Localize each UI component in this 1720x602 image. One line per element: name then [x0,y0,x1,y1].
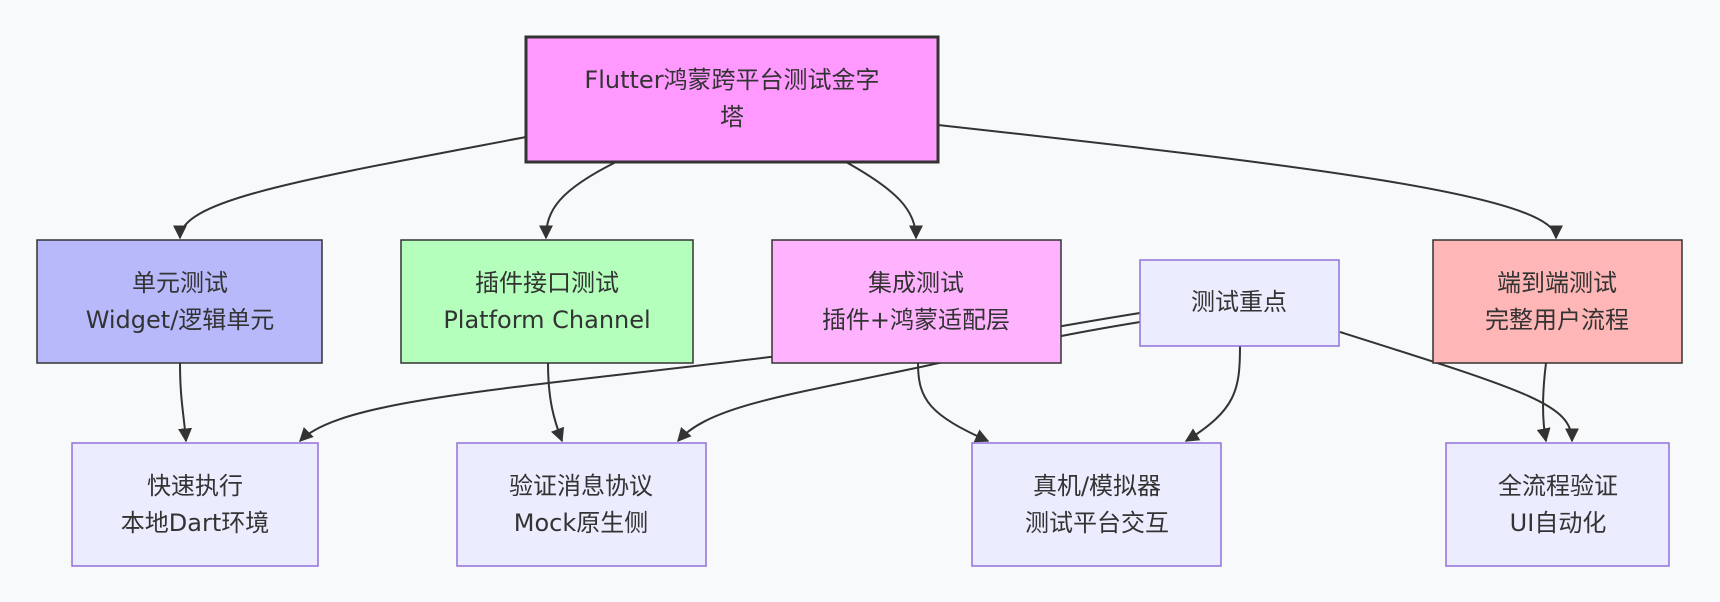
node-fullflow-box [1445,442,1670,567]
edges-layer [173,124,1579,443]
node-e2e-line-2: 完整用户流程 [1485,306,1629,334]
node-fast: 快速执行 本地Dart环境 [71,442,319,567]
node-fast-box [71,442,319,567]
edge-focus-fullflow [1339,331,1579,443]
node-device-box [971,442,1222,567]
edge-plugin-verify [547,362,565,443]
node-fast-line-1: 快速执行 [147,472,243,500]
node-integ-line-2: 插件+鸿蒙适配层 [822,306,1010,334]
edge-focus-device [1184,345,1241,442]
edge-e2e-fullflow [1536,362,1551,443]
node-unit-line-1: 单元测试 [132,269,228,297]
node-e2e-line-1: 端到端测试 [1497,269,1617,297]
node-integ-box [771,239,1062,364]
node-plugin-line-2: Platform Channel [443,306,650,334]
node-focus-box [1139,259,1340,347]
edge-unit-fast [178,362,193,443]
node-root-line-1: Flutter鸿蒙跨平台测试金字 [584,66,879,94]
nodes-layer: Flutter鸿蒙跨平台测试金字 塔 单元测试 Widget/逻辑单元 插件接口… [36,35,1683,567]
node-plugin: 插件接口测试 Platform Channel [400,239,694,364]
node-root-line-2: 塔 [720,103,744,131]
node-unit-box [36,239,323,364]
node-device: 真机/模拟器 测试平台交互 [971,442,1222,567]
node-unit: 单元测试 Widget/逻辑单元 [36,239,323,364]
node-device-line-2: 测试平台交互 [1025,509,1169,537]
node-focus: 测试重点 [1139,259,1340,347]
node-device-line-1: 真机/模拟器 [1033,472,1161,500]
node-root: Flutter鸿蒙跨平台测试金字 塔 [524,35,940,164]
node-focus-line-1: 测试重点 [1191,288,1287,316]
node-plugin-box [400,239,694,364]
node-verify-line-1: 验证消息协议 [509,472,653,500]
node-verify-line-2: Mock原生侧 [514,509,648,537]
node-plugin-line-1: 插件接口测试 [475,269,619,297]
node-integ-line-1: 集成测试 [868,269,964,297]
node-verify: 验证消息协议 Mock原生侧 [456,442,707,567]
node-e2e: 端到端测试 完整用户流程 [1432,239,1683,364]
node-integ: 集成测试 插件+鸿蒙适配层 [771,239,1062,364]
edge-root-e2e [937,124,1563,240]
node-fullflow-line-2: UI自动化 [1510,509,1607,537]
node-root-box [524,35,940,164]
edge-root-plugin [539,161,617,240]
node-fast-line-2: 本地Dart环境 [121,509,269,537]
edge-root-unit [173,136,527,240]
node-verify-box [456,442,707,567]
node-fullflow-line-1: 全流程验证 [1498,472,1618,500]
edge-root-integ [845,161,923,240]
node-e2e-box [1432,239,1683,364]
edge-integ-device [917,362,990,443]
node-fullflow: 全流程验证 UI自动化 [1445,442,1670,567]
node-unit-line-2: Widget/逻辑单元 [86,306,275,334]
